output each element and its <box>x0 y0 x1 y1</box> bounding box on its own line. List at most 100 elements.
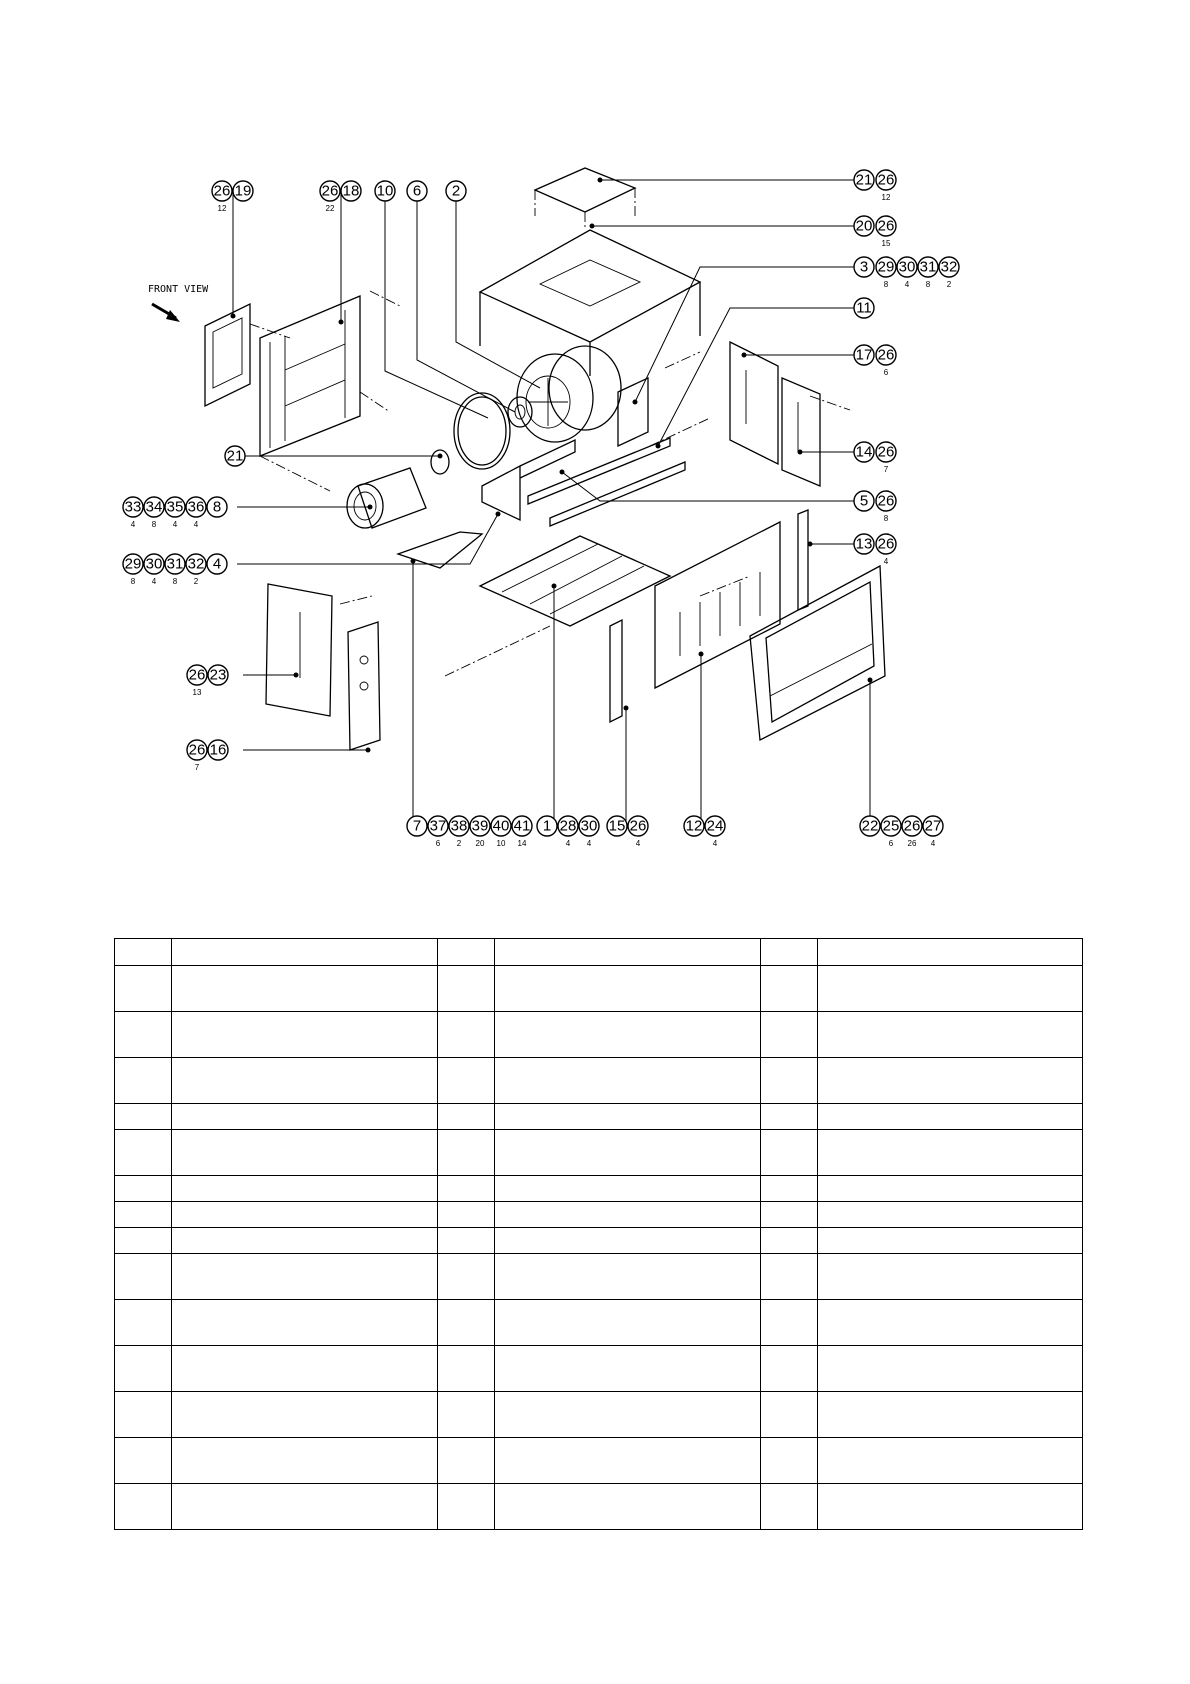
callout-32: 322 <box>938 256 960 289</box>
callout-quantity: 14 <box>518 839 527 848</box>
item-description-cell <box>494 1345 761 1392</box>
callout-number: 22 <box>862 818 879 835</box>
callout-number: 6 <box>413 183 421 200</box>
callout-quantity: 2 <box>194 577 199 586</box>
callout-38: 382 <box>448 815 470 848</box>
callout-26: 268 <box>875 490 897 523</box>
item-description-cell <box>817 1437 1083 1484</box>
callout-quantity: 6 <box>436 839 441 848</box>
callout-circle <box>922 815 944 837</box>
callout-quantity: 22 <box>326 204 335 213</box>
item-description-cell <box>817 938 1083 966</box>
callout-circle <box>186 664 208 686</box>
callout-number: 26 <box>878 444 895 461</box>
item-number-cell <box>437 1057 495 1104</box>
callout-quantity: 4 <box>713 839 718 848</box>
parts-table-body <box>114 938 1083 1530</box>
item-number-cell <box>760 1391 818 1438</box>
callout-14: 14 <box>853 441 875 463</box>
callout-circle <box>490 815 512 837</box>
part-19-inlet-flange <box>204 302 251 408</box>
item-description-cell <box>494 1227 761 1254</box>
item-number-cell <box>437 1299 495 1346</box>
callout-circle <box>185 553 207 575</box>
callout-circle <box>853 344 875 366</box>
callout-25: 256 <box>880 815 902 848</box>
item-number-cell <box>114 965 172 1012</box>
callout-number: 13 <box>856 536 873 553</box>
part-5-rails <box>527 437 686 527</box>
table-row <box>114 938 1083 966</box>
callout-5: 5 <box>853 490 875 512</box>
item-number-cell <box>114 1391 172 1438</box>
callout-circle <box>206 496 228 518</box>
part-1-base-frame <box>478 535 672 627</box>
callout-circle <box>232 180 254 202</box>
callout-quantity: 8 <box>173 577 178 586</box>
callout-number: 41 <box>514 818 531 835</box>
callout-28: 284 <box>557 815 579 848</box>
callout-23: 23 <box>207 664 229 686</box>
part-14-side-panel <box>781 377 821 487</box>
callout-circle <box>406 815 428 837</box>
callout-3: 3 <box>853 256 875 278</box>
callout-quantity: 8 <box>926 280 931 289</box>
table-row <box>114 1253 1083 1300</box>
callout-circle <box>896 256 918 278</box>
callout-number: 40 <box>493 818 510 835</box>
item-description-cell <box>494 1011 761 1058</box>
callout-circle <box>683 815 705 837</box>
callout-number: 10 <box>377 183 394 200</box>
callout-circle <box>853 256 875 278</box>
callout-11: 11 <box>853 297 875 319</box>
item-description-cell <box>817 1253 1083 1300</box>
callout-quantity: 7 <box>195 763 200 772</box>
item-description-cell <box>817 1345 1083 1392</box>
callout-circle <box>853 441 875 463</box>
table-row <box>114 1175 1083 1202</box>
callout-number: 14 <box>856 444 873 461</box>
part-8-motor <box>346 467 427 529</box>
callout-quantity: 26 <box>908 839 917 848</box>
item-description-cell <box>171 1437 438 1484</box>
callout-circle <box>427 815 449 837</box>
item-description-cell <box>171 1175 438 1202</box>
item-number-cell <box>114 1129 172 1176</box>
callout-16: 16 <box>207 739 229 761</box>
callout-15: 15 <box>606 815 628 837</box>
callout-number: 5 <box>860 493 868 510</box>
callout-circle <box>469 815 491 837</box>
item-description-cell <box>817 1201 1083 1228</box>
item-description-cell <box>171 1391 438 1438</box>
callout-number: 26 <box>878 172 895 189</box>
item-number-cell <box>760 1437 818 1484</box>
callout-quantity: 4 <box>587 839 592 848</box>
callout-number: 39 <box>472 818 489 835</box>
callout-number: 3 <box>860 259 868 276</box>
callout-circle <box>143 553 165 575</box>
callout-number: 34 <box>146 499 163 516</box>
item-description-cell <box>494 1299 761 1346</box>
callout-circle <box>224 445 246 467</box>
callout-30: 304 <box>896 256 918 289</box>
part-20-top-casing <box>478 229 702 376</box>
callout-number: 38 <box>451 818 468 835</box>
item-number-cell <box>437 1129 495 1176</box>
callout-20: 20 <box>853 215 875 237</box>
callout-12: 12 <box>683 815 705 837</box>
callout-quantity: 8 <box>884 280 889 289</box>
callout-circle <box>511 815 533 837</box>
diagram-drawing: FRONT VIEW <box>122 167 960 848</box>
item-number-cell <box>437 1201 495 1228</box>
item-number-cell <box>437 1391 495 1438</box>
item-description-cell <box>171 1483 438 1530</box>
item-number-cell <box>114 1011 172 1058</box>
callout-number: 24 <box>707 818 724 835</box>
callout-circle <box>704 815 726 837</box>
callout-quantity: 8 <box>152 520 157 529</box>
item-number-cell <box>760 965 818 1012</box>
callout-30: 304 <box>578 815 600 848</box>
callout-quantity: 7 <box>884 465 889 474</box>
